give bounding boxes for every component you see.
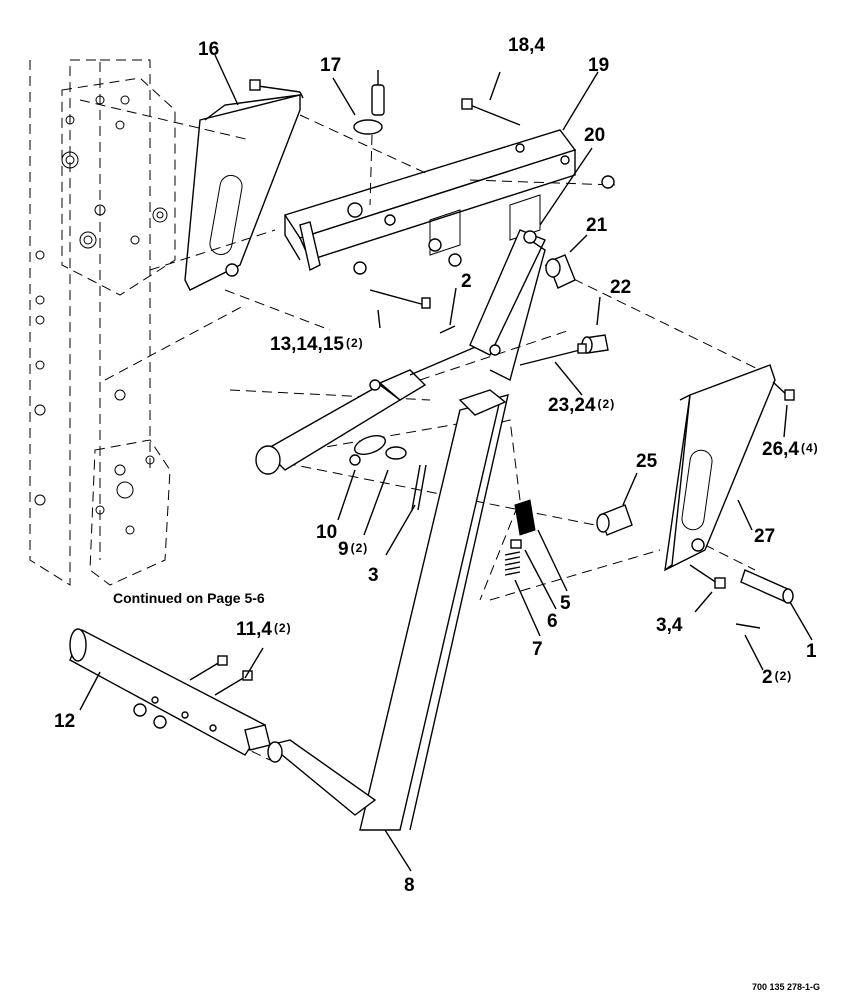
upper-arm (469, 229, 546, 382)
callout-5-label: 5 (560, 593, 571, 614)
callout-26-4: 26,4(4) (762, 440, 819, 459)
callout-27-label: 27 (754, 526, 776, 547)
bolts-top-left (249, 79, 304, 99)
cross-beam (283, 129, 577, 272)
callout-9: 9(2) (338, 540, 368, 559)
bushing-25 (596, 504, 633, 536)
bushing-21 (545, 254, 576, 289)
bolt-3-4 (689, 564, 726, 589)
cotter-pin-lower (735, 623, 761, 629)
callout-16: 16 (198, 40, 219, 59)
callout-9-qty: (2) (350, 541, 369, 555)
callout-23-label: 23,24 (548, 395, 596, 416)
bolt-18 (461, 98, 521, 126)
callout-23-24: 23,24(2) (548, 396, 615, 415)
callout-22-label: 22 (610, 277, 632, 298)
callout-6-label: 6 (547, 611, 558, 632)
callout-21-label: 21 (586, 215, 608, 236)
callout-20: 20 (584, 126, 605, 145)
callout-13-qty: (2) (345, 336, 364, 350)
callout-2-upper: 2 (461, 272, 472, 291)
callout-1: 1 (806, 642, 817, 661)
spring-pin-3 (411, 464, 427, 511)
callout-9-label: 9 (338, 539, 349, 560)
link-plate (349, 435, 407, 466)
callout-5: 5 (560, 594, 571, 613)
bolt-23 (519, 343, 587, 366)
callout-10-label: 10 (316, 522, 338, 543)
cotter-pin-upper (439, 325, 456, 334)
callout-25-label: 25 (636, 451, 658, 472)
latch-parts (504, 499, 536, 576)
callout-8: 8 (404, 876, 415, 895)
long-bolt (353, 261, 431, 309)
grease-fitting (353, 70, 385, 206)
callout-26-qty: (4) (800, 441, 819, 455)
beam-nuts (428, 175, 615, 267)
callout-3-upper: 3 (368, 566, 379, 585)
callout-18-label: 18,4 (508, 35, 545, 56)
callout-17: 17 (320, 56, 341, 75)
callout-1-label: 1 (806, 641, 817, 662)
callout-11-4: 11,4(2) (236, 620, 292, 639)
main-tube (359, 389, 509, 831)
callout-25: 25 (636, 452, 657, 471)
callout-2-lower-label: 2 (762, 667, 773, 688)
callout-3-4-label: 3,4 (656, 615, 683, 636)
callout-11-qty: (2) (273, 621, 292, 635)
callout-17-label: 17 (320, 55, 342, 76)
callout-2-lower: 2(2) (762, 668, 792, 687)
callout-18: 18,4 (508, 36, 545, 55)
hydraulic-cylinder (255, 344, 481, 475)
leader-lines (79, 54, 813, 872)
right-mount-plate (664, 364, 776, 572)
callout-10: 10 (316, 523, 337, 542)
callout-21: 21 (586, 216, 607, 235)
callout-23-qty: (2) (597, 397, 616, 411)
callout-7-label: 7 (532, 639, 543, 660)
lower-nuts (133, 703, 167, 729)
pin-1 (740, 569, 794, 604)
callout-2-upper-label: 2 (461, 271, 472, 292)
callout-22: 22 (610, 278, 631, 297)
callout-26-label: 26,4 (762, 439, 799, 460)
callout-3-4: 3,4 (656, 616, 682, 635)
callout-27: 27 (754, 527, 775, 546)
bolt-26 (772, 381, 795, 401)
stub-tube (267, 739, 377, 816)
callout-8-label: 8 (404, 875, 415, 896)
callout-3-upper-label: 3 (368, 565, 379, 586)
lower-tube (69, 628, 271, 756)
callout-6: 6 (547, 612, 558, 631)
callout-13-14-15: 13,14,15(2) (270, 335, 364, 354)
bolts-11 (189, 655, 253, 696)
callout-11-label: 11,4 (236, 619, 272, 640)
callout-12-label: 12 (54, 711, 76, 732)
callout-7: 7 (532, 640, 543, 659)
frame-side-sheet (29, 59, 176, 586)
callout-19: 19 (588, 56, 609, 75)
callout-2-lower-qty: (2) (774, 669, 793, 683)
callout-19-label: 19 (588, 55, 610, 76)
callout-13-label: 13,14,15 (270, 334, 344, 355)
drawing-reference: 700 135 278-1-G (752, 982, 821, 992)
continuation-note: Continued on Page 5-6 (113, 590, 265, 606)
callout-16-label: 16 (198, 39, 220, 60)
callout-20-label: 20 (584, 125, 606, 146)
callout-12: 12 (54, 712, 75, 731)
left-mount-plate (184, 94, 301, 291)
